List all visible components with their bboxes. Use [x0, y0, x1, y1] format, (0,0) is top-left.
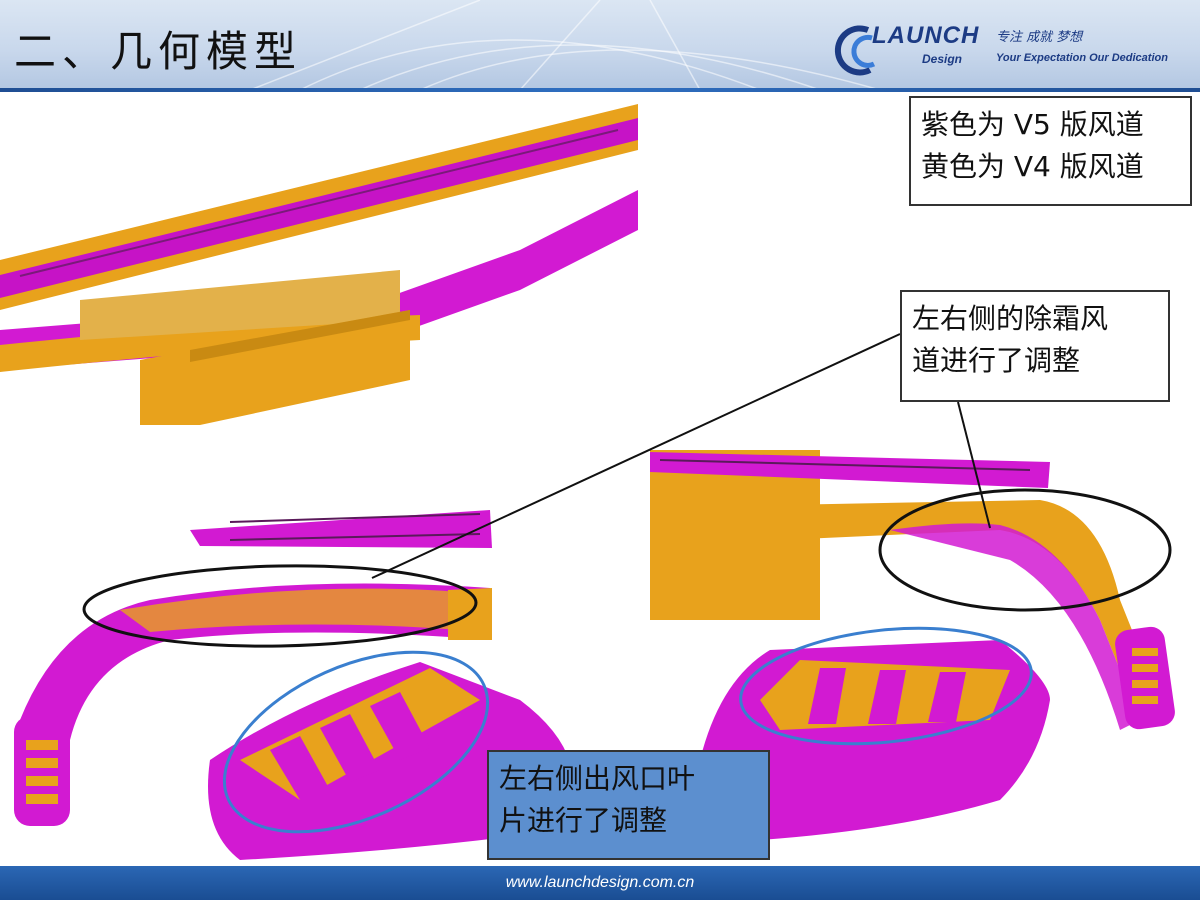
logo-mark-icon — [834, 25, 876, 76]
header-divider — [0, 88, 1200, 92]
logo-name: LAUNCH — [872, 22, 980, 49]
top-left-duct-render — [0, 96, 638, 426]
left-duct-render — [14, 510, 574, 860]
header-bar: 二、几何模型 LAUNCH Design 专注 成就 梦想 Your Expec… — [0, 0, 1200, 90]
footer-url[interactable]: www.launchdesign.com.cn — [505, 874, 695, 891]
outlet-callout-line2: 片进行了调整 — [499, 804, 668, 837]
logo-motto: 专注 成就 梦想 — [996, 30, 1083, 45]
logo-subtitle: Design — [922, 52, 963, 66]
defrost-callout-line2: 道进行了调整 — [912, 344, 1081, 377]
page-title: 二、几何模型 — [14, 27, 303, 76]
logo-tagline: Your Expectation Our Dedication — [996, 52, 1168, 64]
legend-line-purple: 紫色为 V5 版风道 — [921, 108, 1144, 141]
legend-line-yellow: 黄色为 V4 版风道 — [921, 150, 1144, 183]
defrost-callout-line1: 左右侧的除霜风 — [912, 302, 1109, 335]
header-decoration — [249, 0, 881, 90]
right-duct-render — [650, 450, 1175, 840]
footer-bar: www.launchdesign.com.cn — [0, 866, 1200, 900]
color-legend-box: 紫色为 V5 版风道 黄色为 V4 版风道 — [909, 96, 1192, 206]
outlet-callout-box: 左右侧出风口叶 片进行了调整 — [487, 750, 770, 860]
outlet-callout-line1: 左右侧出风口叶 — [499, 762, 696, 795]
company-logo: LAUNCH Design 专注 成就 梦想 Your Expectation … — [826, 22, 1176, 78]
leader-line-right — [957, 401, 991, 529]
leader-line-left — [371, 333, 901, 579]
defrost-callout-box: 左右侧的除霜风 道进行了调整 — [900, 290, 1170, 402]
